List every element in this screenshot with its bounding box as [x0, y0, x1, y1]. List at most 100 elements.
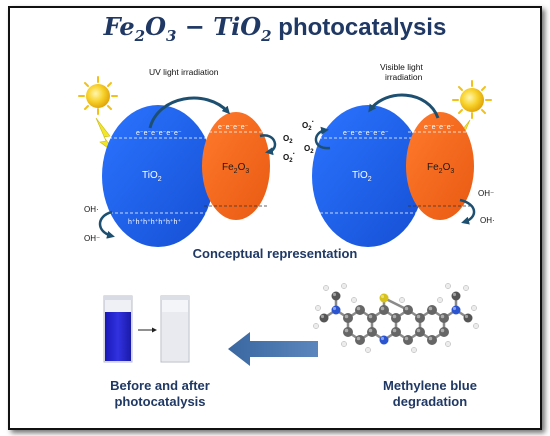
conceptual-representation-label: Conceptual representation	[192, 246, 358, 261]
molecule-atom-highlight	[404, 306, 409, 311]
molecule-atom-highlight	[320, 314, 325, 319]
title-minus: −	[176, 12, 214, 41]
oh-minus-label-left: OH⁻	[84, 234, 100, 243]
molecule-atom	[331, 291, 341, 301]
molecule-hydrogen	[341, 283, 347, 289]
molecule-atom	[367, 313, 377, 323]
molecule-atom-highlight	[416, 314, 421, 319]
tio2-label-right: TiO2	[352, 170, 372, 183]
methylene-blue-molecule-icon	[313, 283, 479, 353]
molecule-atom	[391, 327, 401, 337]
fe2o3-label-left: Fe2O3	[222, 162, 249, 175]
oh-minus-label-right: OH⁻	[478, 189, 494, 198]
o2-label-right: O2	[304, 144, 314, 155]
figure-frame	[8, 6, 542, 430]
molecule-atom	[355, 335, 365, 345]
tio2-particle-right	[312, 105, 424, 247]
title-formula-fe2o3: Fe2O3 − TiO2	[103, 12, 272, 45]
molecule-atom-highlight	[380, 306, 385, 311]
molecule-hydrogen	[315, 305, 321, 311]
molecule-atom	[403, 335, 413, 345]
title-fe: Fe	[103, 12, 135, 41]
molecule-atom-highlight	[344, 314, 349, 319]
molecule-hydrogen	[411, 347, 417, 353]
molecule-atom	[415, 327, 425, 337]
cuvettes	[103, 295, 190, 363]
title-sub-3: 3	[166, 26, 177, 45]
electrons-label-tio2-right: e⁻e⁻e⁻e⁻e⁻e⁻	[343, 130, 389, 137]
molecule-atom	[319, 313, 329, 323]
molecule-atom	[451, 305, 461, 315]
electron-transfer-arrow-left	[148, 96, 231, 129]
electrons-label-fe-right: e⁻e⁻e⁻e⁻	[424, 124, 455, 131]
molecule-atom	[463, 313, 473, 323]
molecule-atom-highlight	[452, 306, 457, 311]
tio2-label-left: TiO2	[142, 170, 162, 183]
molecule-atom-highlight	[440, 328, 445, 333]
molecule-hydrogen	[471, 305, 477, 311]
molecule-atom	[379, 293, 389, 303]
molecule-atom-highlight	[368, 314, 373, 319]
molecule-atom	[379, 335, 389, 345]
molecule-atom-highlight	[392, 314, 397, 319]
methylene-line2: degradation	[392, 394, 468, 409]
molecule-atom	[355, 305, 365, 315]
molecule-atom	[439, 327, 449, 337]
big-left-arrow	[228, 332, 318, 366]
molecule-atom	[403, 305, 413, 315]
molecule-atom-highlight	[380, 294, 385, 299]
molecule-hydrogen	[341, 341, 347, 347]
tio2-particle-left	[102, 105, 214, 247]
electron-transfer-arrow-right	[368, 93, 440, 119]
molecule-atom	[415, 313, 425, 323]
before-after-line1: Before and after	[110, 378, 210, 393]
oh-oxidation-arrow-left	[98, 210, 115, 239]
cuvette-before-icon	[103, 295, 133, 363]
molecule-atom	[451, 291, 461, 301]
oh-oxidation-arrow-right	[459, 198, 476, 225]
title-photocatalysis: photocatalysis	[271, 14, 447, 41]
oh-radical-label-left: OH·	[84, 205, 99, 214]
fe2o3-particle-left	[202, 112, 270, 220]
molecule-hydrogen	[323, 285, 329, 291]
fe2o3-label-right: Fe2O3	[427, 162, 454, 175]
title-sub-2b: 2	[261, 26, 272, 45]
methylene-caption: Methylene blue degradation	[340, 378, 520, 410]
molecule-atom-highlight	[332, 306, 337, 311]
electrons-label-tio2-left: e⁻e⁻e⁻e⁻e⁻e⁻	[136, 130, 182, 137]
molecule-atom-highlight	[452, 292, 457, 297]
molecule-atom-highlight	[380, 336, 385, 341]
electrons-label-fe-left: e⁻e⁻e⁻e⁻	[218, 124, 249, 131]
molecule-hydrogen	[365, 347, 371, 353]
molecule-hydrogen	[399, 297, 405, 303]
figure-title: Fe2O3 − TiO2 photocatalysis	[0, 12, 550, 45]
molecule-atom-highlight	[344, 328, 349, 333]
molecule-hydrogen	[313, 323, 319, 329]
sun-icon-left	[78, 76, 118, 115]
molecule-hydrogen	[445, 283, 451, 289]
molecule-atom-highlight	[428, 336, 433, 341]
before-after-caption: Before and after photocatalysis	[70, 378, 250, 410]
fe2o3-particle-right	[406, 112, 474, 220]
molecule-hydrogen	[445, 341, 451, 347]
title-tio: TiO	[213, 12, 262, 41]
o2-radical-label-right: O2·	[302, 117, 314, 132]
molecule-atom-highlight	[356, 306, 361, 311]
molecule-atom	[439, 313, 449, 323]
o2-label-left: O2	[283, 134, 293, 145]
molecule-atom-highlight	[332, 292, 337, 297]
molecule-hydrogen	[473, 323, 479, 329]
molecule-atom	[427, 305, 437, 315]
o2-reduction-arrow-left	[259, 134, 277, 156]
holes-label-left: h⁺h⁺h⁺h⁺h⁺h⁺h⁺	[128, 218, 181, 226]
right-panel: e⁻e⁻e⁻e⁻e⁻e⁻ e⁻e⁻e⁻e⁻ TiO2 Fe2O3 Visible…	[302, 62, 495, 247]
molecule-atom-highlight	[356, 336, 361, 341]
molecule-atom	[391, 313, 401, 323]
molecule-atom	[367, 327, 377, 337]
molecule-atom	[343, 313, 353, 323]
molecule-atom-highlight	[368, 328, 373, 333]
molecule-atom-highlight	[428, 306, 433, 311]
molecule-atom-highlight	[416, 328, 421, 333]
cuvette-arrow-head	[152, 327, 157, 333]
